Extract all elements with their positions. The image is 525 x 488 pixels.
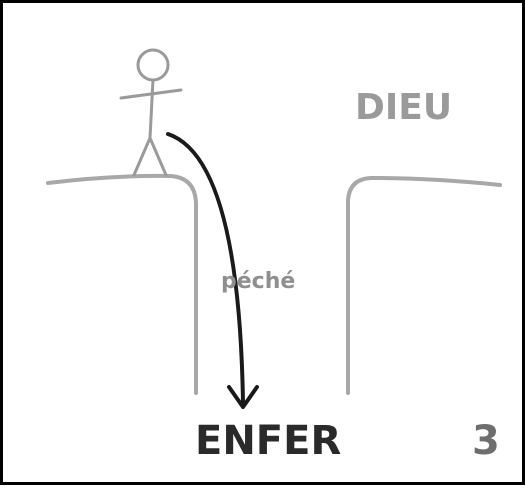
arrow-head	[227, 385, 259, 409]
figure-arms	[119, 88, 183, 100]
figure-head	[136, 48, 170, 82]
arrow-shaft	[166, 132, 245, 405]
right-cliff	[346, 176, 502, 395]
stick-figure-icon	[119, 48, 183, 177]
left-cliff	[46, 173, 198, 395]
chasm-diagram	[46, 48, 502, 409]
sin-label: péché	[221, 269, 296, 294]
figure-body	[148, 78, 155, 140]
figure-legs	[132, 136, 168, 177]
curved-down-arrow-icon	[166, 132, 259, 409]
panel-number: 3	[472, 418, 500, 464]
god-label: DIEU	[355, 87, 453, 128]
hell-label: ENFER	[195, 418, 342, 464]
